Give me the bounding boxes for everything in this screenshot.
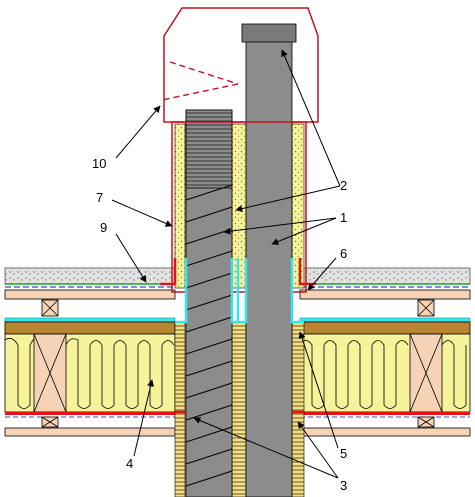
ceiling-board-right: [299, 427, 471, 437]
batten-upper-right: [417, 299, 435, 317]
callout-6: 6: [340, 246, 347, 261]
callout-7: 7: [96, 190, 103, 205]
hood-dashed-1: [169, 61, 239, 85]
cyan-seal-sleeves: [175, 258, 304, 324]
wood-deck-left: [4, 321, 176, 335]
callout-10: 10: [92, 156, 106, 171]
wood-deck-right: [299, 321, 471, 335]
corrugated-pipe-top-ribs: [185, 109, 233, 189]
casing-fill-left: [174, 123, 186, 289]
callout-3: 3: [340, 478, 347, 493]
gravel-layer-left: [4, 267, 176, 285]
vent-pipe: [245, 37, 293, 497]
corrugated-pipe-spiral: [185, 184, 233, 487]
ceiling-board-left: [4, 427, 176, 437]
collar-lower-middle: [231, 321, 247, 497]
leader-lines: [111, 49, 341, 479]
vent-pipe-cap: [241, 23, 297, 43]
callout-4: 4: [126, 456, 133, 471]
rafter-left-x2: [33, 333, 67, 413]
upper-board-right: [299, 289, 471, 300]
vapour-barrier-right: [300, 412, 470, 415]
collar-lower-left: [174, 321, 186, 497]
vent-hood: [163, 7, 319, 123]
callout-9: 9: [100, 220, 107, 235]
cyan-membrane-right: [299, 317, 471, 323]
rafter-right-x2: [409, 333, 443, 413]
batten-lower-left: [41, 416, 59, 428]
vapour-barrier-left: [5, 412, 175, 415]
insulation-right: [299, 333, 471, 413]
collar-lower-right: [291, 321, 305, 497]
insulation-waves-right: [299, 340, 467, 409]
callout-2: 2: [340, 178, 347, 193]
hood-dashed-2: [161, 83, 239, 101]
cyan-membrane-left: [4, 317, 176, 323]
upper-board-left: [4, 289, 176, 300]
callout-5: 5: [340, 446, 347, 461]
batten-lower-right: [417, 416, 435, 428]
callout-1: 1: [340, 210, 347, 225]
casing-fill-right: [291, 123, 305, 289]
batten-upper-left: [41, 299, 59, 317]
